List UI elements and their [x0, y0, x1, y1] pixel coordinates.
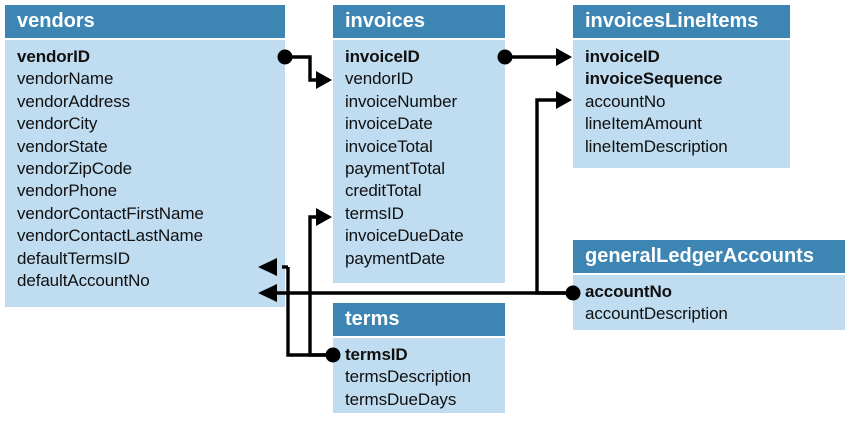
relationship-terms-invoices-line: [308, 215, 333, 357]
field-vendors-vendorID: vendorID: [17, 47, 90, 66]
entity-generalLedgerAccounts-fields: accountNo accountDescription: [573, 275, 845, 330]
field-generalLedgerAccounts-accountNo: accountNo: [585, 282, 672, 301]
field-invoicesLineItems-accountNo: accountNo: [585, 91, 666, 111]
entity-invoicesLineItems-fields: invoiceID invoiceSequence accountNo line…: [573, 40, 790, 168]
entity-invoices[interactable]: invoices invoiceID vendorID invoiceNumbe…: [333, 5, 505, 283]
field-invoices-paymentDate: paymentDate: [345, 248, 446, 268]
field-terms-termsDueDays: termsDueDays: [345, 389, 457, 409]
entity-terms-title: terms: [333, 303, 505, 336]
entity-vendors-title: vendors: [5, 5, 285, 38]
relationship-terms-vendors-line: [286, 267, 333, 357]
field-generalLedgerAccounts-accountDescription: accountDescription: [585, 304, 728, 324]
entity-generalLedgerAccounts-title: generalLedgerAccounts: [573, 240, 845, 273]
relationship-vendors-invoices-many-arrow: [316, 71, 332, 89]
entity-generalLedgerAccounts[interactable]: generalLedgerAccounts accountNo accountD…: [573, 240, 845, 330]
field-vendors-defaultAccountNo: defaultAccountNo: [17, 271, 150, 291]
field-vendors-vendorZipCode: vendorZipCode: [17, 159, 132, 179]
relationship-gl-lineitems: [535, 91, 573, 295]
field-terms-termsID: termsID: [345, 345, 408, 364]
entity-invoices-title: invoices: [333, 5, 505, 38]
relationship-vendors-invoices-line: [285, 55, 329, 82]
field-vendors-vendorPhone: vendorPhone: [17, 181, 118, 201]
field-invoices-invoiceDueDate: invoiceDueDate: [345, 226, 464, 246]
entity-invoicesLineItems-title: invoicesLineItems: [573, 5, 790, 38]
relationship-invoices-lineitems: [497, 48, 572, 66]
relationship-invoices-lineitems-many-arrow: [556, 48, 572, 66]
field-vendors-vendorContactFirstName: vendorContactFirstName: [17, 203, 204, 223]
field-vendors-vendorAddress: vendorAddress: [17, 91, 131, 111]
field-invoices-invoiceID: invoiceID: [345, 47, 420, 66]
entity-terms-fields: termsID termsDescription termsDueDays: [333, 338, 505, 413]
relationship-terms-invoices-many-arrow: [316, 208, 332, 226]
relationship-terms-invoices: [308, 208, 333, 357]
field-invoicesLineItems-lineItemAmount: lineItemAmount: [585, 114, 702, 134]
field-invoicesLineItems-invoiceID: invoiceID: [585, 47, 660, 66]
field-invoicesLineItems-lineItemDescription: lineItemDescription: [585, 136, 728, 156]
field-terms-termsDescription: termsDescription: [345, 367, 471, 387]
field-vendors-vendorCity: vendorCity: [17, 114, 98, 134]
field-vendors-vendorContactLastName: vendorContactLastName: [17, 226, 203, 246]
field-invoices-invoiceTotal: invoiceTotal: [345, 136, 433, 156]
entity-invoicesLineItems[interactable]: invoicesLineItems invoiceID invoiceSeque…: [573, 5, 790, 168]
entity-invoices-fields: invoiceID vendorID invoiceNumber invoice…: [333, 40, 505, 283]
relationship-vendors-invoices: [277, 49, 332, 89]
entity-terms[interactable]: terms termsID termsDescription termsDueD…: [333, 303, 505, 413]
field-invoices-invoiceNumber: invoiceNumber: [345, 91, 458, 111]
field-invoices-termsID: termsID: [345, 203, 404, 223]
field-vendors-vendorName: vendorName: [17, 69, 114, 89]
relationship-gl-lineitems-many-arrow: [556, 91, 572, 109]
relationship-gl-lineitems-line: [535, 98, 573, 295]
field-invoices-invoiceDate: invoiceDate: [345, 114, 433, 134]
field-invoices-vendorID: vendorID: [345, 69, 414, 89]
field-invoices-creditTotal: creditTotal: [345, 181, 422, 201]
entity-vendors[interactable]: vendors vendorID vendorName vendorAddres…: [5, 5, 285, 307]
entity-vendors-fields: vendorID vendorName vendorAddress vendor…: [5, 40, 285, 307]
field-invoices-paymentTotal: paymentTotal: [345, 159, 445, 179]
field-invoicesLineItems-invoiceSequence: invoiceSequence: [585, 69, 723, 89]
relationship-gl-vendors: [258, 284, 581, 302]
field-vendors-defaultTermsID: defaultTermsID: [17, 248, 130, 268]
field-vendors-vendorState: vendorState: [17, 136, 108, 156]
